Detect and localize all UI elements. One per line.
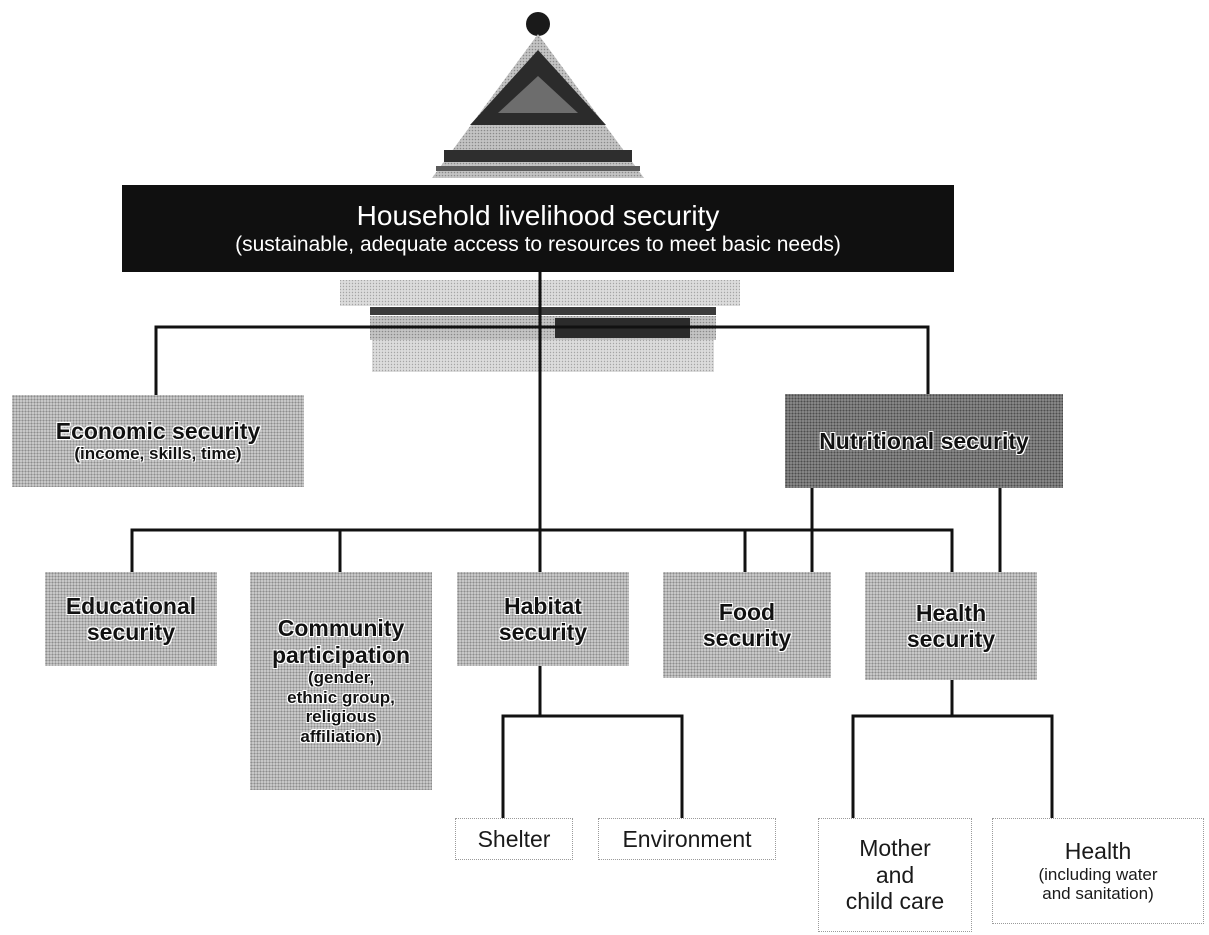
health-water-line1: Health [1064, 838, 1132, 865]
food-security-line2: security [702, 625, 792, 651]
shading-fade [372, 340, 714, 372]
health-security-box: Health security [865, 572, 1037, 680]
food-security-line1: Food [718, 598, 776, 625]
shelter-label: Shelter [477, 825, 551, 852]
community-line4: ethnic group, [287, 687, 395, 707]
educational-security-box: Educational security [45, 572, 217, 666]
shelter-box: Shelter [455, 818, 573, 860]
community-line2: participation [271, 641, 410, 668]
nutritional-security-title: Nutritional security [819, 427, 1029, 454]
health-security-line1: Health [915, 599, 987, 626]
mother-child-line2: and [875, 861, 915, 888]
educational-security-line2: security [86, 619, 176, 645]
mother-child-line1: Mother [859, 835, 931, 862]
environment-label: Environment [622, 825, 752, 852]
habitat-security-line2: security [498, 619, 588, 645]
environment-box: Environment [598, 818, 776, 860]
nutritional-security-box: Nutritional security [785, 394, 1063, 488]
health-water-line2: (including water [1038, 864, 1158, 884]
economic-security-title: Economic security [55, 418, 261, 444]
mother-child-line3: child care [845, 888, 945, 915]
main-subtitle: (sustainable, adequate access to resourc… [235, 233, 841, 257]
economic-security-box: Economic security (income, skills, time) [12, 395, 304, 487]
household-livelihood-security-box: Household livelihood security (sustainab… [122, 185, 954, 272]
community-line5: religious [305, 707, 377, 727]
pyramid-emblem-icon [432, 12, 644, 178]
economic-security-detail: (income, skills, time) [74, 444, 242, 464]
health-water-line3: and sanitation) [1042, 884, 1154, 904]
community-line6: affiliation) [300, 726, 382, 746]
community-line3: (gender, [307, 668, 375, 688]
mother-child-care-box: Mother and child care [818, 818, 972, 932]
community-line1: Community [277, 615, 405, 642]
habitat-security-line1: Habitat [504, 592, 582, 619]
health-security-line2: security [906, 626, 996, 652]
habitat-security-box: Habitat security [457, 572, 629, 666]
shading-bar [370, 307, 716, 315]
educational-security-line1: Educational [65, 592, 197, 619]
main-title: Household livelihood security [356, 199, 720, 231]
community-participation-box: Community participation (gender, ethnic … [250, 572, 432, 790]
health-water-sanitation-box: Health (including water and sanitation) [992, 818, 1204, 924]
food-security-box: Food security [663, 572, 831, 678]
